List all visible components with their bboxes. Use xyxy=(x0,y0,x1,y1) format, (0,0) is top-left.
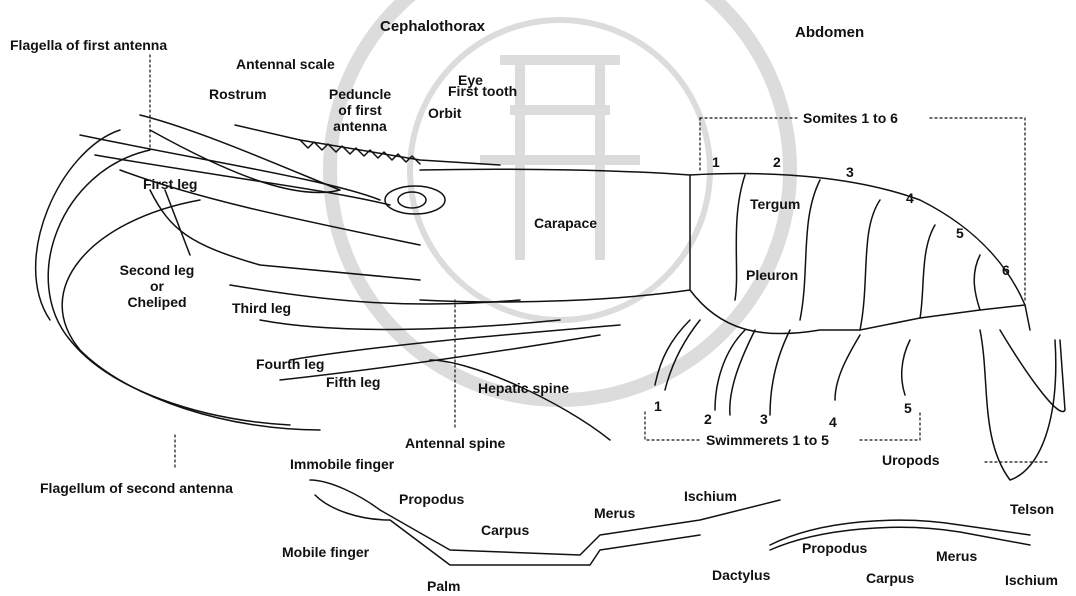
swimmeret-number-3: 3 xyxy=(760,411,768,427)
label-carapace: Carapace xyxy=(534,215,597,231)
swimmeret-number-4: 4 xyxy=(829,414,837,430)
header-abdomen: Abdomen xyxy=(795,25,864,41)
label-antennal-scale: Antennal scale xyxy=(236,56,335,72)
somite-number-5: 5 xyxy=(956,225,964,241)
label-flagella-first-antenna: Flagella of first antenna xyxy=(10,37,167,53)
swimmeret-number-1: 1 xyxy=(654,398,662,414)
swimmeret-4 xyxy=(835,335,860,400)
swimmeret-5 xyxy=(902,340,910,395)
label-second-leg-line3: Cheliped xyxy=(112,294,202,310)
label-flagellum-second-antenna: Flagellum of second antenna xyxy=(40,480,233,496)
label-rostrum: Rostrum xyxy=(209,86,267,102)
somite-number-4: 4 xyxy=(906,190,914,206)
label-ischium-left: Ischium xyxy=(684,488,737,504)
swimmeret-number-5: 5 xyxy=(904,400,912,416)
label-third-leg: Third leg xyxy=(232,300,291,316)
label-pleuron: Pleuron xyxy=(746,267,798,283)
label-peduncle-line2: of first xyxy=(318,102,402,118)
label-peduncle-line1: Peduncle xyxy=(318,86,402,102)
label-uropods: Uropods xyxy=(882,452,940,468)
label-peduncle: Peduncle of first antenna xyxy=(318,86,402,134)
label-swimmerets: Swimmerets 1 to 5 xyxy=(706,432,829,448)
somite-number-2: 2 xyxy=(773,154,781,170)
label-first-leg: First leg xyxy=(143,176,197,192)
somite-number-1: 1 xyxy=(712,154,720,170)
label-telson: Telson xyxy=(1010,501,1054,517)
label-propodus-right: Propodus xyxy=(802,540,867,556)
label-antennal-spine: Antennal spine xyxy=(405,435,505,451)
uropods xyxy=(980,330,1056,480)
label-carpus-left: Carpus xyxy=(481,522,529,538)
label-second-leg-line1: Second leg xyxy=(112,262,202,278)
label-immobile-finger: Immobile finger xyxy=(290,456,394,472)
label-fourth-leg: Fourth leg xyxy=(256,356,324,372)
label-hepatic-spine: Hepatic spine xyxy=(478,380,569,396)
swimmeret-3 xyxy=(770,330,790,415)
label-second-leg-line2: or xyxy=(112,278,202,294)
label-somites: Somites 1 to 6 xyxy=(803,110,898,126)
label-dactylus: Dactylus xyxy=(712,567,770,583)
label-propodus-left: Propodus xyxy=(399,491,464,507)
label-fifth-leg: Fifth leg xyxy=(326,374,380,390)
somite-number-3: 3 xyxy=(846,164,854,180)
label-second-leg: Second leg or Cheliped xyxy=(112,262,202,310)
label-tergum: Tergum xyxy=(750,196,800,212)
label-carpus-right: Carpus xyxy=(866,570,914,586)
somite-number-6: 6 xyxy=(1002,262,1010,278)
header-cephalothorax: Cephalothorax xyxy=(380,19,485,35)
watermark-seal xyxy=(330,0,790,400)
label-peduncle-line3: antenna xyxy=(318,118,402,134)
label-merus-right: Merus xyxy=(936,548,977,564)
label-first-tooth: First tooth xyxy=(448,83,517,99)
label-palm: Palm xyxy=(427,578,460,594)
label-orbit: Orbit xyxy=(428,105,461,121)
label-mobile-finger: Mobile finger xyxy=(282,544,369,560)
label-merus-left: Merus xyxy=(594,505,635,521)
label-ischium-right: Ischium xyxy=(1005,572,1058,588)
fourth-leg xyxy=(260,320,560,329)
swimmeret-number-2: 2 xyxy=(704,411,712,427)
